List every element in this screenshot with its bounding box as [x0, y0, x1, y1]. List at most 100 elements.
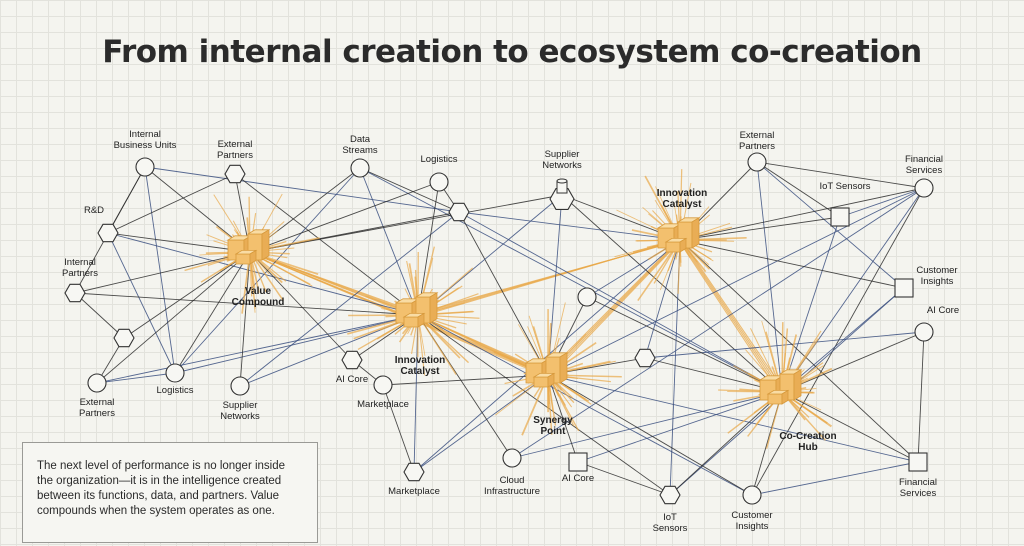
network-link: [679, 216, 841, 241]
network-link: [458, 211, 549, 376]
node-mp1[interactable]: Marketplace: [357, 375, 409, 410]
node-lg1[interactable]: Logistics: [421, 154, 458, 192]
network-link: [511, 391, 783, 459]
network-link: [74, 251, 251, 294]
circle-node-icon: [742, 485, 762, 505]
node-label: Partners: [217, 150, 253, 161]
node-label: AI Core: [927, 305, 959, 316]
circle-node-icon: [747, 152, 767, 172]
node-label: External: [80, 397, 115, 408]
node-label: Services: [900, 488, 937, 499]
network-link: [239, 211, 460, 387]
circle-node-icon: [165, 363, 185, 383]
node-label: Catalyst: [663, 199, 703, 210]
network-link: [234, 173, 419, 316]
node-c1[interactable]: [577, 287, 597, 307]
node-label: External: [218, 139, 253, 150]
network-link: [107, 173, 236, 234]
node-label: Catalyst: [401, 366, 441, 377]
network-link: [669, 391, 783, 496]
network-link: [382, 384, 415, 473]
node-mp2[interactable]: Marketplace: [388, 462, 440, 497]
node-lg2[interactable]: Logistics: [157, 363, 194, 396]
network-link: [144, 166, 176, 374]
hub-cubes-icon: [524, 352, 569, 388]
node-label: Networks: [542, 160, 582, 171]
node-iot1[interactable]: IoT Sensors: [819, 181, 871, 227]
node-label: Internal: [129, 129, 161, 140]
network-link: [511, 187, 925, 459]
hexagon-node-icon: [448, 202, 470, 222]
network-link: [417, 181, 440, 316]
node-label: AI Core: [562, 473, 594, 484]
node-label: Innovation: [395, 355, 446, 366]
node-label: Innovation: [657, 188, 708, 199]
node-label: Marketplace: [357, 399, 409, 410]
node-label: IoT Sensors: [819, 181, 870, 192]
network-link: [96, 314, 419, 384]
network-link: [679, 239, 905, 289]
node-rd[interactable]: R&D: [84, 205, 119, 243]
network-link: [96, 372, 176, 384]
network-link: [359, 167, 783, 393]
network-link: [781, 216, 841, 393]
node-ai3[interactable]: AI Core: [562, 452, 594, 484]
circle-node-icon: [429, 172, 449, 192]
node-ai1[interactable]: AI Core: [336, 350, 368, 385]
node-label: Sensors: [653, 523, 688, 534]
network-link: [74, 292, 125, 339]
node-label: Co-Creation: [779, 431, 836, 442]
node-label: Supplier: [223, 400, 258, 411]
network-link: [679, 239, 919, 463]
hub-link: [680, 240, 784, 392]
square-node-icon: [894, 278, 914, 298]
network-link: [382, 374, 549, 386]
circle-node-icon: [135, 157, 155, 177]
node-label: Insights: [736, 521, 769, 532]
node-label: Customer: [731, 510, 772, 521]
node-label: Synergy: [533, 415, 573, 426]
node-ai2[interactable]: AI Core: [914, 305, 959, 342]
node-label: Business Units: [114, 140, 177, 151]
network-link: [577, 461, 671, 496]
node-hx2[interactable]: [113, 328, 135, 348]
hub-cubes-icon: [394, 292, 439, 328]
network-link: [839, 187, 925, 218]
network-link: [547, 374, 919, 463]
network-link: [107, 232, 176, 374]
hub-cubes-icon: [226, 229, 271, 265]
network-link: [756, 161, 841, 218]
hub-link: [678, 239, 782, 393]
caption-box: The next level of performance is no long…: [22, 442, 318, 543]
circle-node-icon: [87, 373, 107, 393]
circle-node-icon: [350, 158, 370, 178]
network-link: [144, 166, 460, 213]
node-label: Point: [541, 426, 567, 437]
node-hx1[interactable]: [448, 202, 470, 222]
node-hx3[interactable]: [634, 348, 656, 368]
network-link: [174, 251, 251, 374]
node-label: R&D: [84, 205, 104, 216]
node-label: Internal: [64, 257, 96, 268]
node-label: Marketplace: [388, 486, 440, 497]
